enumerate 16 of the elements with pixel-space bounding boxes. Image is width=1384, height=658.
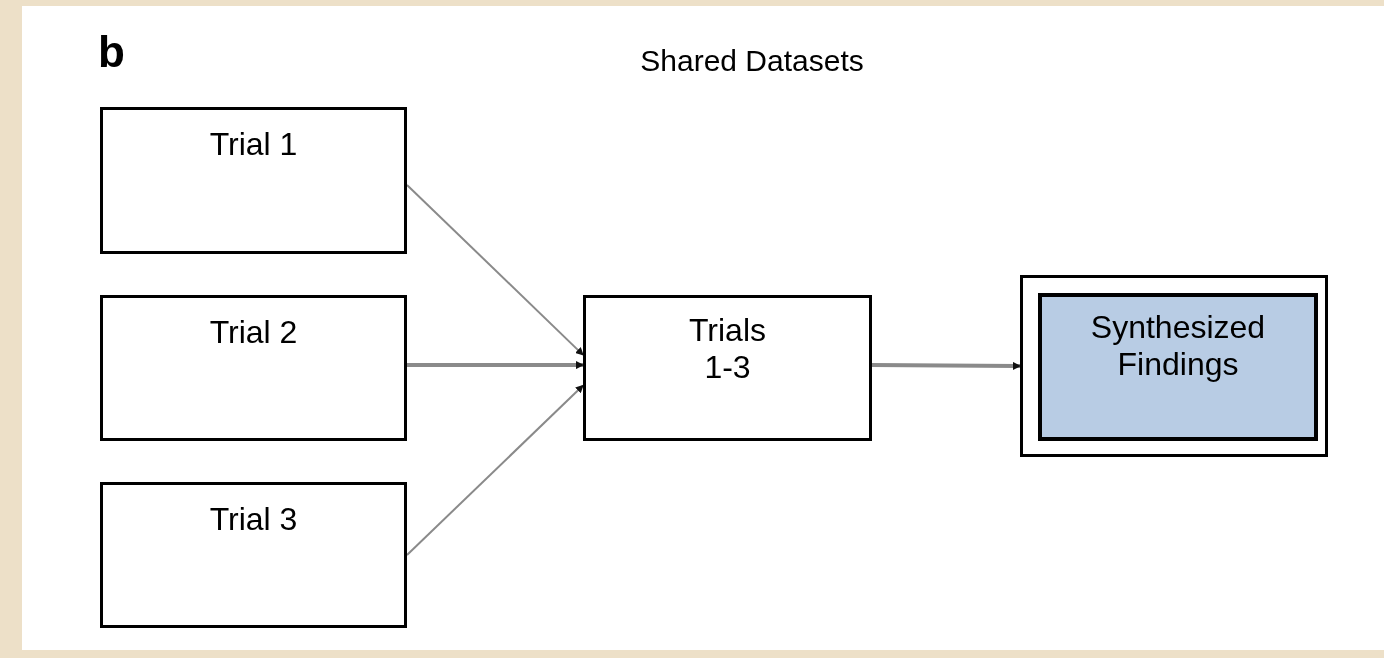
node-label: Trial 2: [209, 313, 298, 352]
node-label: Synthesized Findings: [1089, 309, 1267, 383]
diagram-title: Shared Datasets: [639, 46, 865, 76]
result-box: [1020, 275, 1328, 457]
process-box: [100, 482, 407, 628]
arrow: [872, 361, 1021, 370]
process-box: [583, 295, 872, 441]
arrow: [406, 384, 584, 556]
arrow: [407, 361, 584, 370]
node-label: Trial 3: [209, 500, 298, 539]
process-box: [100, 107, 407, 254]
node-label: Trials 1-3: [688, 312, 767, 386]
panel-letter: b: [98, 30, 125, 74]
process-box: [100, 295, 407, 441]
arrow: [406, 183, 584, 356]
node-label: Trial 1: [209, 125, 298, 164]
